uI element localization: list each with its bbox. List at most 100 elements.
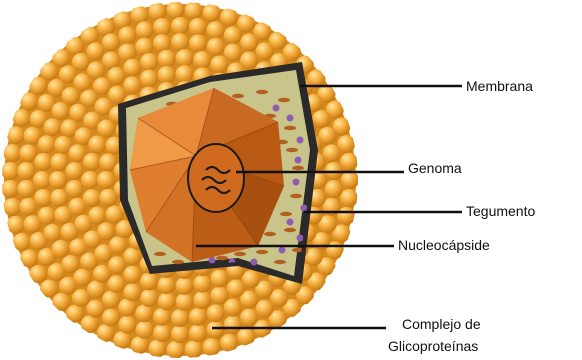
glycoprotein-bead <box>224 299 242 317</box>
glycoprotein-bead <box>97 324 115 342</box>
glycoprotein-bead <box>102 291 120 309</box>
glycoprotein-bead <box>207 38 225 56</box>
glycoprotein-bead <box>148 340 166 358</box>
glycoprotein-bead <box>3 144 21 162</box>
glycoprotein-bead <box>189 18 207 36</box>
glycoprotein-bead <box>136 321 154 339</box>
glycoprotein-bead <box>50 189 68 207</box>
glycoprotein-bead <box>1 180 19 198</box>
glycoprotein-bead <box>97 171 115 189</box>
glycoprotein-bead <box>193 275 211 293</box>
glycoprotein-bead <box>189 34 207 52</box>
glycoprotein-bead <box>17 162 35 180</box>
tegument-dash <box>154 252 166 256</box>
glycoprotein-bead <box>237 14 255 32</box>
glycoprotein-bead <box>185 2 203 20</box>
glycoprotein-bead <box>123 283 141 301</box>
glycoprotein-bead <box>1 162 19 180</box>
glycoprotein-bead <box>73 269 91 287</box>
glycoprotein-bead <box>341 171 359 189</box>
glycoprotein-bead <box>97 222 115 240</box>
glycoprotein-bead <box>140 272 158 290</box>
glycoprotein-bead <box>153 308 171 326</box>
glycoprotein-bead <box>210 287 228 305</box>
glycoprotein-bead <box>81 171 99 189</box>
glycoprotein-bead <box>108 256 126 274</box>
glycoprotein-bead <box>176 277 194 295</box>
glycoprotein-bead <box>62 87 80 105</box>
glycoprotein-bead <box>135 38 153 56</box>
label-complejo-line1: Complejo de <box>402 316 481 333</box>
glycoprotein-bead <box>49 171 67 189</box>
glycoprotein-bead <box>118 26 136 44</box>
glycoprotein-bead <box>40 63 58 81</box>
tegument-dot <box>293 179 300 186</box>
tegument-dash <box>172 260 184 264</box>
glycoprotein-bead <box>158 66 176 84</box>
glycoprotein-bead <box>52 293 70 311</box>
glycoprotein-bead <box>167 1 185 19</box>
glycoprotein-bead <box>240 33 258 51</box>
tegument-dot <box>251 259 258 266</box>
glycoprotein-bead <box>102 33 120 51</box>
glycoprotein-bead <box>83 189 101 207</box>
glycoprotein-bead <box>171 17 189 35</box>
tegument-dot <box>295 157 302 164</box>
glycoprotein-bead <box>123 247 141 265</box>
glycoprotein-bead <box>52 102 70 120</box>
glycoprotein-bead <box>325 180 343 198</box>
glycoprotein-bead <box>73 73 91 91</box>
genome <box>188 144 244 212</box>
label-tegumento: Tegumento <box>466 203 535 220</box>
glycoprotein-bead <box>140 70 158 88</box>
glycoprotein-bead <box>203 338 221 356</box>
glycoprotein-bead <box>189 308 207 326</box>
tegument-dot <box>279 247 286 254</box>
glycoprotein-bead <box>102 52 120 70</box>
glycoprotein-bead <box>256 42 274 60</box>
glycoprotein-bead <box>13 109 31 127</box>
glycoprotein-bead <box>153 34 171 52</box>
glycoprotein-bead <box>224 316 242 334</box>
glycoprotein-bead <box>52 240 70 258</box>
glycoprotein-bead <box>158 50 176 68</box>
glycoprotein-bead <box>224 26 242 44</box>
glycoprotein-bead <box>40 280 58 298</box>
tegument-dash <box>264 232 276 236</box>
glycoprotein-bead <box>203 4 221 22</box>
glycoprotein-bead <box>176 49 194 67</box>
tegument-dash <box>256 250 268 254</box>
glycoprotein-bead <box>62 255 80 273</box>
tegument-dash <box>290 194 302 198</box>
glycoprotein-bead <box>88 136 106 154</box>
glycoprotein-bead <box>109 236 127 254</box>
glycoprotein-bead <box>153 18 171 36</box>
tegument-dash <box>234 252 246 256</box>
glycoprotein-bead <box>86 300 104 318</box>
glycoprotein-bead <box>220 334 238 352</box>
glycoprotein-bead <box>34 153 52 171</box>
glycoprotein-bead <box>38 135 56 153</box>
glycoprotein-bead <box>81 27 99 45</box>
glycoprotein-bead <box>52 49 70 67</box>
glycoprotein-bead <box>171 309 189 327</box>
glycoprotein-bead <box>38 207 56 225</box>
glycoprotein-bead <box>34 189 52 207</box>
glycoprotein-bead <box>44 224 62 242</box>
tegument-dash <box>292 166 304 170</box>
glycoprotein-bead <box>140 289 158 307</box>
glycoprotein-bead <box>97 18 115 36</box>
glycoprotein-bead <box>189 324 207 342</box>
glycoprotein-bead <box>65 162 83 180</box>
glycoprotein-bead <box>87 281 105 299</box>
tegument-dot <box>287 115 294 122</box>
glycoprotein-bead <box>17 180 35 198</box>
label-membrana: Membrana <box>466 78 533 95</box>
glycoprotein-bead <box>66 305 84 323</box>
glycoprotein-bead <box>20 249 38 267</box>
glycoprotein-bead <box>50 153 68 171</box>
glycoprotein-bead <box>131 6 149 24</box>
glycoprotein-bead <box>123 59 141 77</box>
glycoprotein-bead <box>29 77 47 95</box>
